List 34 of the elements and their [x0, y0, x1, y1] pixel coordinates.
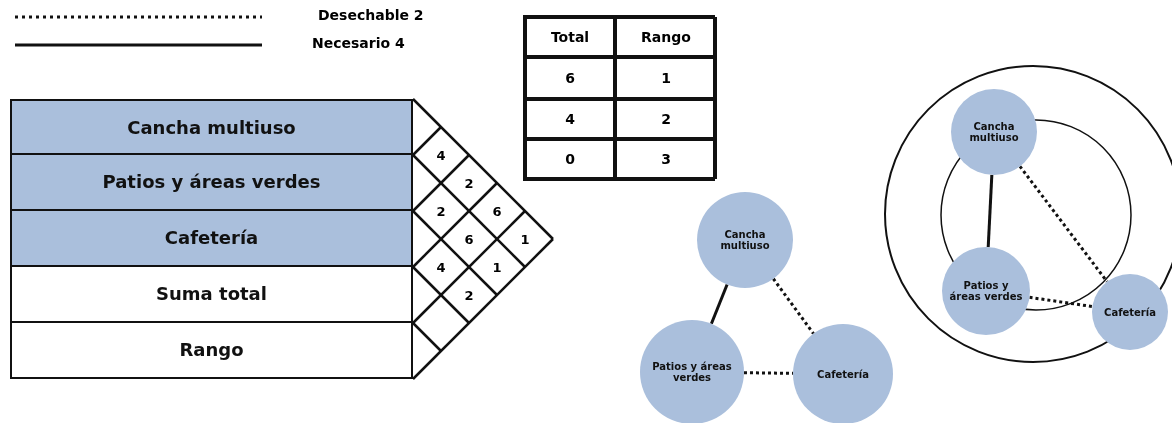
zone-circle: Cancha multiuso	[697, 192, 793, 288]
table-value: 4	[525, 99, 615, 139]
zone-circle: Cancha multiuso	[951, 89, 1037, 175]
table-header: Total	[525, 17, 615, 57]
matrix-value: 2	[436, 203, 446, 219]
matrix-value: 4	[436, 147, 446, 163]
table-header: Rango	[615, 17, 717, 57]
table-value: 3	[615, 139, 717, 179]
matrix-row-label: Patios y áreas verdes	[10, 152, 413, 211]
matrix-row-label: Cancha multiuso	[10, 99, 413, 155]
zone-circle: Cafetería	[1092, 274, 1168, 350]
table-value: 1	[615, 57, 717, 99]
connector-line	[772, 277, 815, 335]
connector-line	[710, 284, 729, 325]
legend-label: Necesario 4	[312, 35, 405, 51]
matrix-row-label: Suma total	[10, 264, 413, 323]
zone-circle: Cafetería	[793, 324, 893, 423]
zone-circle: Patios y áreas verdes	[640, 320, 744, 423]
matrix-value: 4	[436, 259, 446, 275]
matrix-value: 2	[464, 287, 474, 303]
matrix-row-label: Cafetería	[10, 208, 413, 267]
connector-line	[986, 174, 994, 248]
matrix-row-label: Rango	[10, 320, 413, 379]
table-value: 0	[525, 139, 615, 179]
matrix-value: 6	[492, 203, 502, 219]
zone-circle: Patios y áreas verdes	[942, 247, 1030, 335]
connector-line	[1029, 295, 1093, 308]
table-value: 6	[525, 57, 615, 99]
matrix-value: 1	[520, 231, 530, 247]
table-value: 2	[615, 99, 717, 139]
matrix-value: 2	[464, 175, 474, 191]
matrix-value: 6	[464, 231, 474, 247]
matrix-value: 1	[492, 259, 502, 275]
legend-label: Desechable 2	[318, 7, 424, 23]
